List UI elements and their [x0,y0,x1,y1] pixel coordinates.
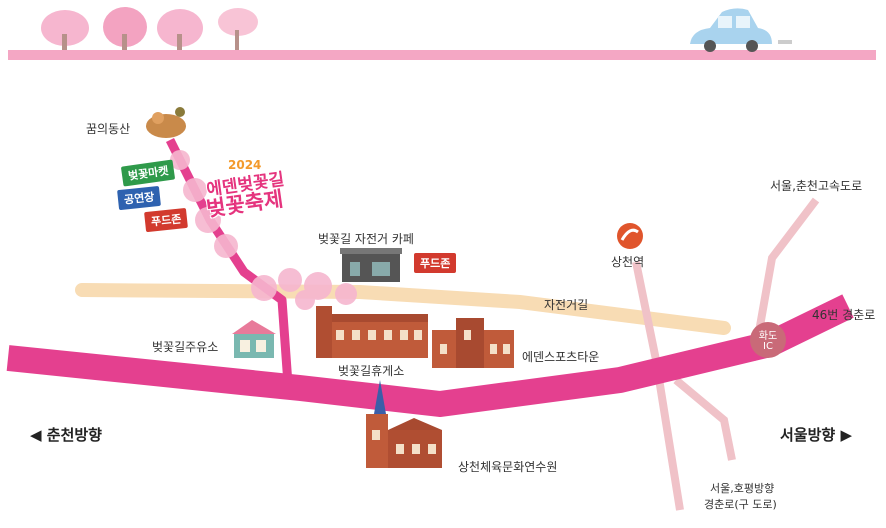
dream-hill-label: 꿈의동산 [86,122,131,136]
sports-town-building-icon [432,318,514,368]
cherry-tree-icon [41,10,89,50]
expressway-label: 서울,춘천고속도로 [770,179,863,193]
festival-year: 2024 [228,158,262,172]
sports-town-label: 에덴스포츠타운 [522,350,600,364]
top-banner-strip [8,50,876,60]
cherry-blossom-cluster [170,150,357,310]
rest-area-label: 벚꽃길휴게소 [338,364,405,378]
food-zone-sign-cafe: 푸드존 [414,253,457,273]
car-icon [690,8,792,52]
cherry-tree-icon [157,9,203,50]
old-road-label-1: 서울,호평방향 [710,482,775,495]
training-center-label: 상천체육문화연수원 [458,460,558,474]
direction-seoul-text: 서울방향 [780,426,836,444]
station-label: 상천역 [611,255,645,269]
bike-path [75,283,731,335]
hwado-ic-marker [750,322,786,358]
direction-chuncheon: ◀ 춘천방향 [30,424,102,445]
cherry-tree-icon [103,7,147,50]
bike-cafe-label: 벚꽃길 자전거 카페 [318,232,414,246]
bike-cafe-building-icon [340,248,402,282]
gas-station-building-icon [232,320,276,358]
dream-hill-monument-icon [146,107,186,138]
rest-area-building-icon [316,306,428,358]
hwado-ic-label: 화도 IC [758,331,778,352]
direction-seoul: 서울방향 ▶ [780,424,852,445]
bike-path-label: 자전거길 [544,298,589,312]
training-center-building-icon [366,380,442,468]
side-road-old [673,376,736,461]
direction-chuncheon-text: 춘천방향 [46,426,102,444]
route-46-label: 46번 경춘로 [812,308,876,322]
arrow-left-icon: ◀ [30,426,42,444]
cherry-tree-icon [218,8,258,50]
cherry-trees-decoration [41,7,258,50]
arrow-right-icon: ▶ [840,426,852,444]
gas-station-label: 벚꽃길주유소 [152,340,219,354]
subway-station-icon [617,223,643,249]
old-road-label-2: 경춘로(구 도로) [704,498,777,511]
